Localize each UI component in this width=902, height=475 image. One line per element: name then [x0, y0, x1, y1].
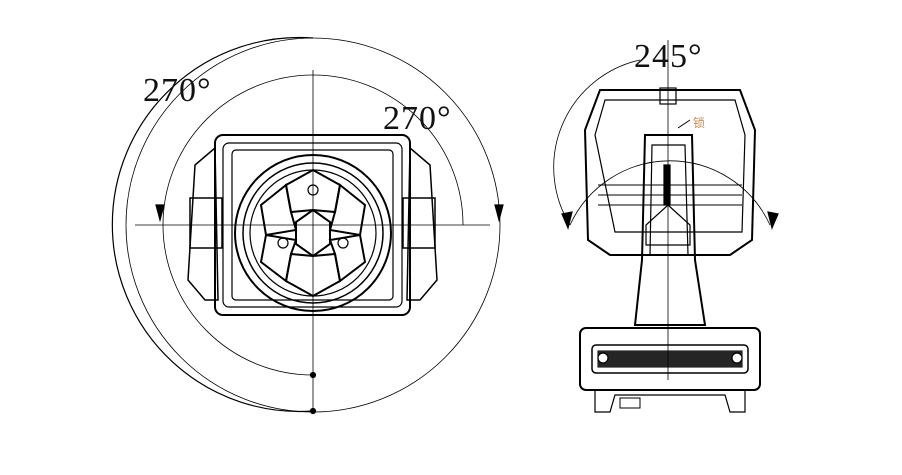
arrow-head-icon — [494, 204, 504, 223]
pan-angle-label: 270° — [143, 72, 212, 109]
tilt-angle-label: 270° — [383, 100, 452, 137]
tilt-rotation-arc — [162, 74, 464, 376]
arrow-head-icon — [767, 211, 779, 230]
side-tilt-angle-label: 245° — [634, 38, 703, 75]
arrow-head-icon — [155, 204, 165, 223]
arrow-head-icon — [561, 211, 573, 230]
tilt-rotation-arc — [569, 160, 771, 226]
lock-label: 锁 — [693, 116, 706, 130]
side-view — [553, 40, 779, 413]
pan-rotation-arc — [111, 36, 314, 413]
front-view — [111, 36, 504, 415]
